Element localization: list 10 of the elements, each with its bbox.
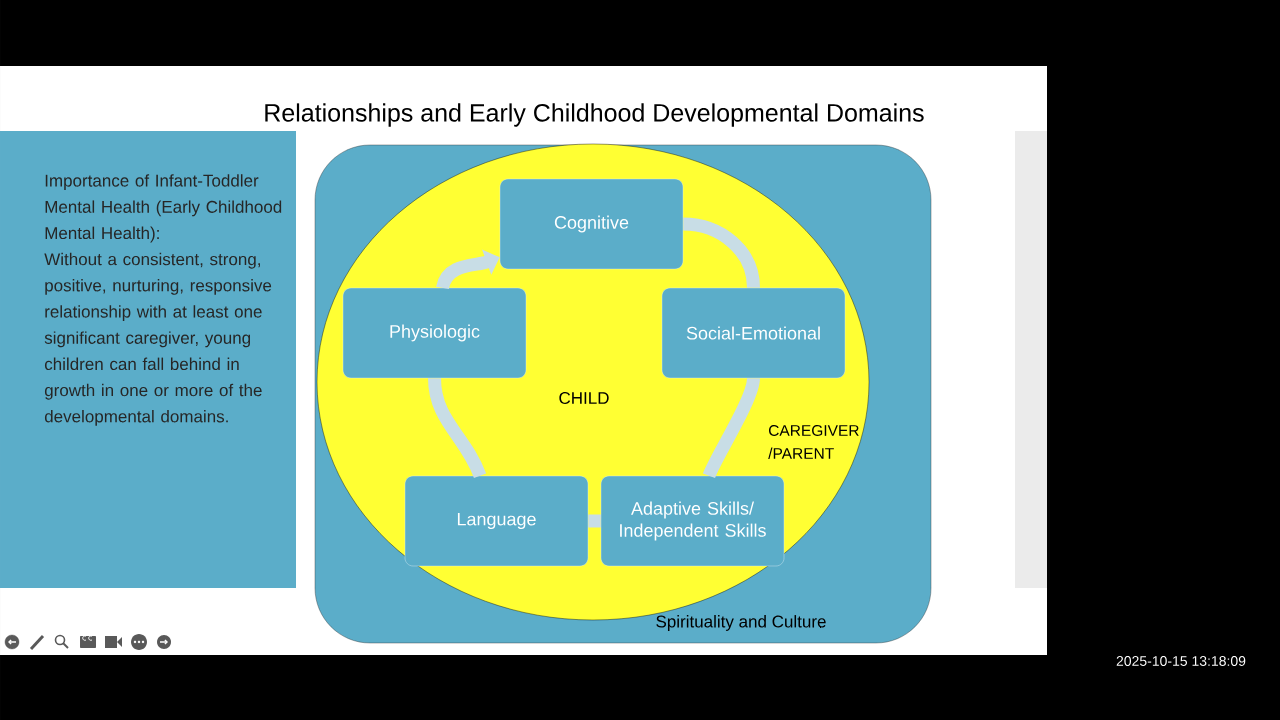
domain-box: Social-Emotional: [661, 287, 846, 379]
domain-box: Language: [404, 475, 589, 567]
cycle-arrow: [436, 249, 500, 290]
text-panel: Importance of Infant-Toddler Mental Health (Early Childhood Mental Health): Without a consistent, strong, positive, nurturing, responsive relationship with at least one significant caregiver, young children can fall behind in growth in one or more of the developmental domains.: [0, 131, 296, 588]
domain-box: Physiologic: [342, 287, 527, 379]
center-label: CHILD: [559, 392, 609, 404]
slide-title: Relationships and Early Childhood Developmental Domains: [265, 103, 924, 127]
domain-box: Adaptive Skills/ Independent Skills: [600, 475, 785, 567]
domain-box: Cognitive: [499, 178, 684, 270]
timestamp: 2025-10-15 13:18:09: [1116, 656, 1246, 666]
